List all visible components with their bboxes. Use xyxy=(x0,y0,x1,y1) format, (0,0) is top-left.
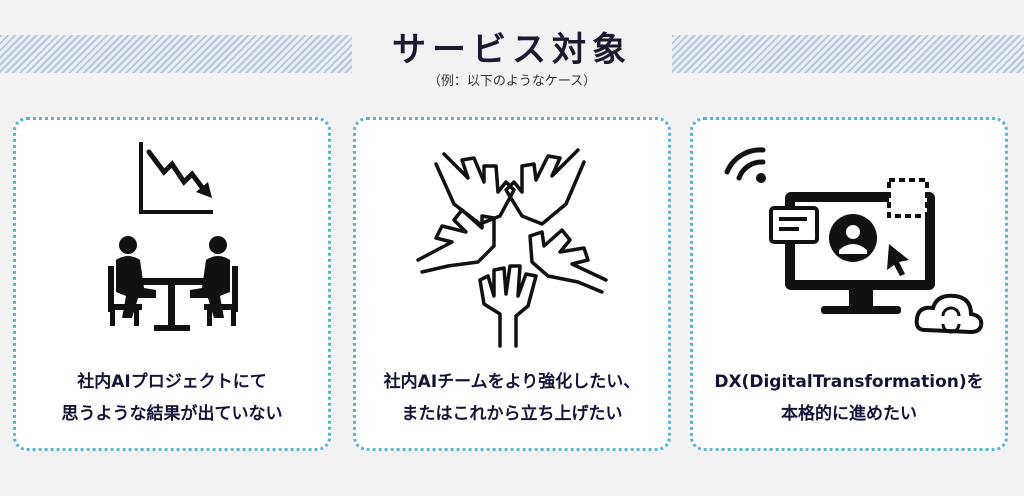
card-text: DX(DigitalTransformation)を 本格的に進めたい xyxy=(693,366,1005,430)
card-text: 社内AIプロジェクトにて 思うような結果が出ていない xyxy=(16,366,328,430)
card-text-line2: 本格的に進めたい xyxy=(781,404,917,424)
card-text-line2: 思うような結果が出ていない xyxy=(61,404,283,424)
card-text-line2: またはこれから立ち上げたい xyxy=(401,404,623,424)
card-text-line1: 社内AIチームをより強化したい、 xyxy=(383,372,641,392)
header-banner: サービス対象 （例：以下のようなケース） xyxy=(0,0,1024,100)
team-hands-icon xyxy=(416,148,608,348)
meeting-decline-icon xyxy=(108,142,238,331)
card-ai-team: 社内AIチームをより強化したい、 またはこれから立ち上げたい xyxy=(353,117,671,451)
page-title: サービス対象 xyxy=(392,30,632,70)
digital-monitor-icon xyxy=(724,147,984,335)
card-dx: DX(DigitalTransformation)を 本格的に進めたい xyxy=(690,117,1008,451)
stripe-right xyxy=(672,35,1024,73)
card-text: 社内AIチームをより強化したい、 またはこれから立ち上げたい xyxy=(356,366,668,430)
card-text-line1: 社内AIプロジェクトにて xyxy=(77,372,267,392)
card-project-issues: 社内AIプロジェクトにて 思うような結果が出ていない xyxy=(13,117,331,451)
page-subtitle: （例：以下のようなケース） xyxy=(427,74,597,89)
card-text-line1: DX(DigitalTransformation)を xyxy=(714,372,984,392)
stripe-left xyxy=(0,35,352,73)
